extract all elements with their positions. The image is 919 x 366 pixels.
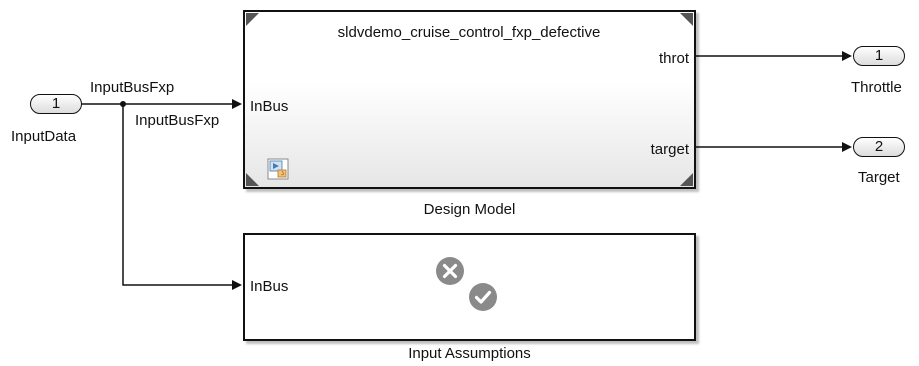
signal-line-branch[interactable] xyxy=(122,104,232,286)
outport-1-name: Throttle xyxy=(851,79,902,96)
corner-marker-br xyxy=(680,173,693,186)
arrowhead-inbus-design xyxy=(232,99,242,109)
outport-1[interactable]: 1 xyxy=(853,46,905,66)
arrowhead-target xyxy=(842,142,852,152)
input-assumptions-caption: Input Assumptions xyxy=(408,345,531,362)
outport-2-name: Target xyxy=(858,169,900,186)
inport-1-name: InputData xyxy=(11,128,77,145)
arrowhead-inbus-assumptions xyxy=(232,280,242,290)
outport-2-number: 2 xyxy=(874,138,884,155)
signal-label: InputBusFxp xyxy=(90,79,175,96)
assumptions-port-inbus: InBus xyxy=(250,278,289,295)
model-reference-icon[interactable] xyxy=(267,158,289,180)
corner-marker-bl xyxy=(246,173,259,186)
design-model-block[interactable]: sldvdemo_cruise_control_fxp_defective In… xyxy=(243,10,696,189)
arrowhead-throttle xyxy=(842,51,852,61)
design-model-port-target: target xyxy=(650,141,689,158)
corner-marker-tl xyxy=(246,13,259,26)
design-model-port-throt: throt xyxy=(658,50,689,67)
design-model-port-inbus: InBus xyxy=(250,98,289,115)
check-circle-icon xyxy=(469,283,497,311)
outport-1-number: 1 xyxy=(874,47,884,64)
outport-2[interactable]: 2 xyxy=(853,137,905,157)
inport-1-number: 1 xyxy=(51,95,61,112)
close-circle-icon xyxy=(436,257,464,285)
model-reference-name: sldvdemo_cruise_control_fxp_defective xyxy=(337,24,601,41)
design-model-caption: Design Model xyxy=(423,201,516,218)
signal-branch-label: InputBusFxp xyxy=(135,112,220,129)
input-assumptions-block[interactable]: InBus xyxy=(243,233,696,341)
inport-1[interactable]: 1 xyxy=(30,94,82,114)
corner-marker-tr xyxy=(680,13,693,26)
